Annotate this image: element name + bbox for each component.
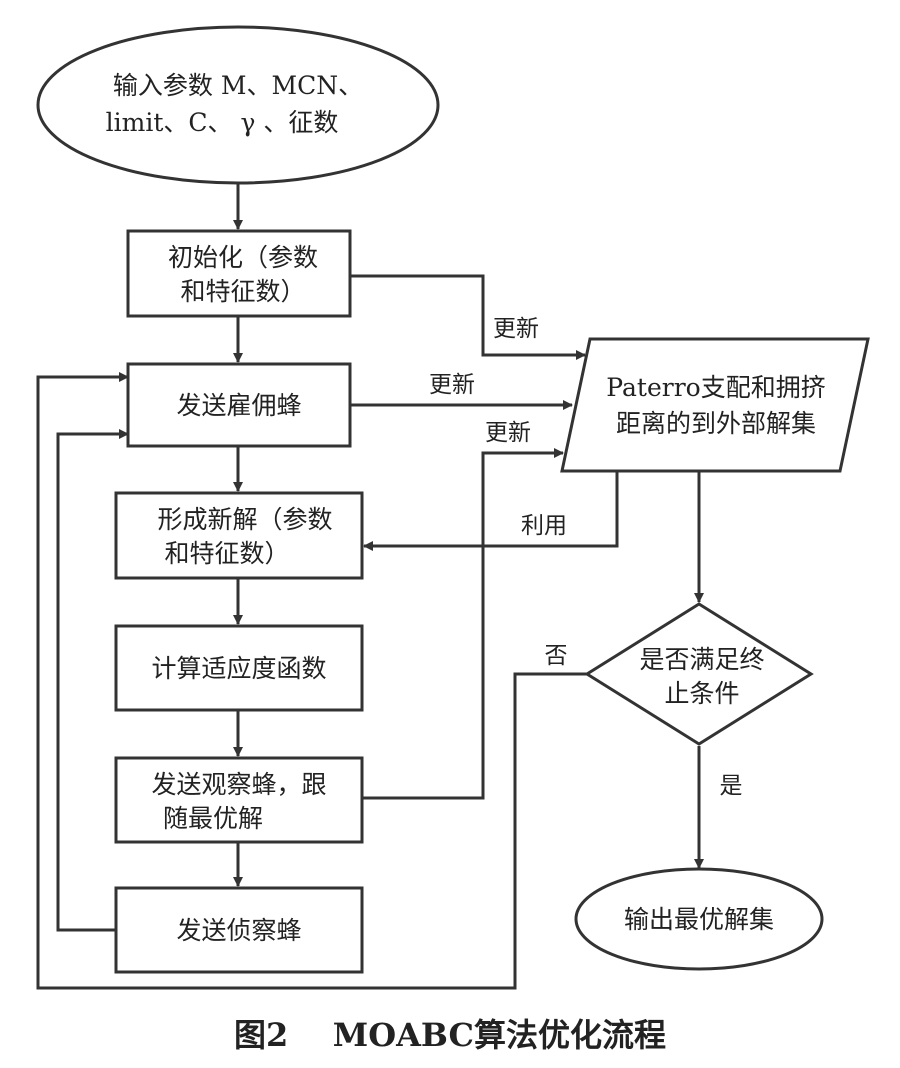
employed-text: 发送雇佣蜂 bbox=[176, 391, 301, 420]
init-box bbox=[126, 229, 352, 318]
input-node: 输入参数 M、MCN、 limit、C、 γ 、征数 bbox=[36, 25, 440, 185]
terminate-text-line1: 是否满足终 bbox=[639, 645, 764, 674]
edges bbox=[36, 183, 704, 990]
init-node: 初始化（参数 和特征数） bbox=[126, 229, 352, 318]
scout-box bbox=[114, 886, 364, 974]
onlooker-text-line2: 随最优解 bbox=[163, 804, 263, 833]
onlooker-node: 发送观察蜂，跟 随最优解 bbox=[114, 756, 364, 844]
newsol-text-line1: 形成新解（参数 bbox=[157, 505, 332, 534]
terminate-diamond bbox=[584, 602, 814, 746]
output-node: 输出最优解集 bbox=[574, 867, 824, 971]
label-employed-update: 更新 bbox=[429, 372, 475, 398]
archive-node: Paterro支配和拥挤 距离的到外部解集 bbox=[560, 337, 870, 473]
newsol-text-line2: 和特征数） bbox=[164, 539, 289, 568]
edge-onlooker-update-archive bbox=[362, 448, 564, 800]
scout-text: 发送侦察蜂 bbox=[176, 916, 301, 945]
fitness-box bbox=[114, 624, 364, 712]
edge-archive-use-newsol bbox=[363, 471, 619, 551]
archive-text-line1: Paterro支配和拥挤 bbox=[606, 373, 825, 402]
newsol-node: 形成新解（参数 和特征数） bbox=[114, 491, 364, 580]
employed-box bbox=[126, 362, 352, 448]
onlooker-text-line1: 发送观察蜂，跟 bbox=[151, 770, 326, 799]
init-text-line2: 和特征数） bbox=[180, 277, 305, 306]
employed-node: 发送雇佣蜂 bbox=[126, 362, 352, 448]
archive-text-line2: 距离的到外部解集 bbox=[616, 409, 816, 438]
edge-init-update-archive bbox=[350, 274, 586, 360]
edge-terminate-no-employed bbox=[36, 372, 587, 990]
input-ellipse bbox=[36, 25, 440, 185]
input-text-line2: limit、C、 γ 、征数 bbox=[106, 108, 339, 137]
archive-parallelogram bbox=[560, 337, 870, 473]
input-text-line1: 输入参数 M、MCN、 bbox=[113, 71, 363, 100]
label-no: 否 bbox=[545, 643, 568, 669]
label-use: 利用 bbox=[521, 513, 567, 539]
newsol-box bbox=[114, 491, 364, 580]
terminate-text-line2: 止条件 bbox=[664, 679, 739, 708]
fitness-text: 计算适应度函数 bbox=[151, 654, 326, 683]
figure-caption: 图2 MOABC算法优化流程 bbox=[234, 1016, 666, 1054]
onlooker-box bbox=[114, 756, 364, 844]
init-text-line1: 初始化（参数 bbox=[168, 243, 318, 272]
scout-node: 发送侦察蜂 bbox=[114, 886, 364, 974]
label-init-update: 更新 bbox=[493, 316, 539, 342]
edge-scout-to-employed bbox=[56, 429, 129, 932]
output-text: 输出最优解集 bbox=[624, 905, 774, 934]
label-yes: 是 bbox=[720, 773, 743, 799]
label-onlooker-update: 更新 bbox=[485, 420, 531, 446]
output-ellipse bbox=[574, 867, 824, 971]
terminate-node: 是否满足终 止条件 bbox=[584, 602, 814, 746]
fitness-node: 计算适应度函数 bbox=[114, 624, 364, 712]
